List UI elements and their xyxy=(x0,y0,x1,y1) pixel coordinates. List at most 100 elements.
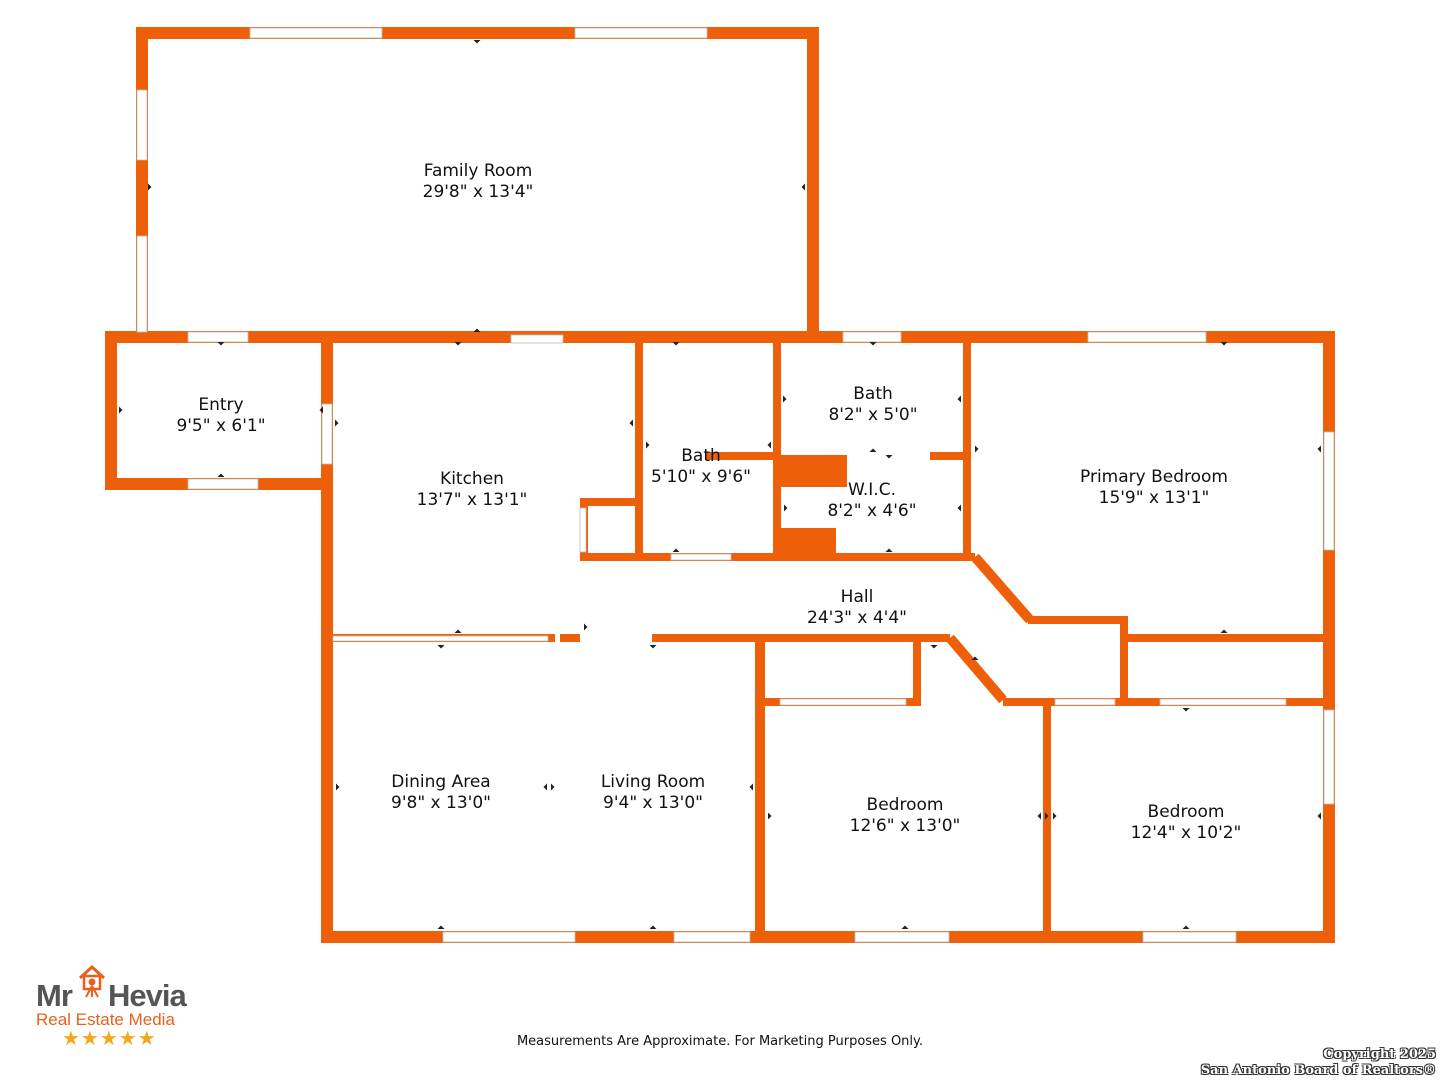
dimension-marker xyxy=(473,328,481,332)
dimension-marker xyxy=(672,548,680,552)
window xyxy=(187,331,249,343)
dimension-marker xyxy=(646,441,650,449)
dimension-marker xyxy=(335,419,339,427)
logo-hevia-text: Hevia xyxy=(108,978,187,1013)
window xyxy=(1087,331,1207,343)
room-bedroom-2: Bedroom 12'4" x 10'2" xyxy=(1131,802,1242,843)
room-bath-1: Bath 5'10" x 9'6" xyxy=(651,446,751,487)
wall-diagonal xyxy=(946,634,1007,704)
window xyxy=(136,235,148,333)
windows xyxy=(136,27,1335,943)
room-bath-2: Bath 8'2" x 5'0" xyxy=(828,384,917,425)
dimension-marker xyxy=(454,342,462,346)
dimension-marker xyxy=(437,925,445,929)
room-name: Bath xyxy=(853,384,893,404)
wall-segment xyxy=(1028,616,1128,624)
room-family-room: Family Room 29'8" x 13'4" xyxy=(423,161,534,202)
wall-segment xyxy=(930,452,971,460)
company-logo: Mr Hevia Real Estate Media ★★★★★ xyxy=(34,962,204,1052)
window xyxy=(842,331,902,343)
room-dimensions: 12'6" x 13'0" xyxy=(850,816,961,836)
wall-segment xyxy=(105,331,117,490)
room-wic: W.I.C. 8'2" x 4'6" xyxy=(827,480,916,521)
room-dimensions: 12'4" x 10'2" xyxy=(1131,823,1242,843)
dimension-marker xyxy=(1220,629,1228,633)
dimension-marker xyxy=(336,783,340,791)
dimension-marker xyxy=(551,783,555,791)
wall-segment xyxy=(773,331,781,560)
wall-segment xyxy=(321,478,333,943)
room-dimensions: 9'4" x 13'0" xyxy=(603,793,703,813)
dimension-marker xyxy=(901,925,909,929)
rating-stars: ★★★★★ xyxy=(62,1026,157,1050)
house-camera-icon xyxy=(78,964,106,998)
dimension-marker xyxy=(1037,812,1041,820)
dimension-marker xyxy=(454,629,462,633)
dimension-marker xyxy=(437,645,445,649)
dimension-marker xyxy=(768,812,772,820)
wall-segment xyxy=(136,27,819,39)
dimension-marker xyxy=(1182,708,1190,712)
room-dining-area: Dining Area 9'8" x 13'0" xyxy=(391,772,491,813)
dimension-marker xyxy=(672,342,680,346)
dimension-marker xyxy=(767,441,771,449)
dimension-marker xyxy=(119,406,123,414)
room-name: Dining Area xyxy=(391,772,490,792)
room-dimensions: 8'2" x 5'0" xyxy=(828,405,917,425)
dimension-marker xyxy=(649,645,657,649)
room-name: Primary Bedroom xyxy=(1080,467,1228,487)
room-dimensions: 29'8" x 13'4" xyxy=(423,182,534,202)
room-name: Bedroom xyxy=(867,795,944,815)
room-dimensions: 15'9" x 13'1" xyxy=(1099,488,1210,508)
dimension-marker xyxy=(885,455,893,459)
dimension-marker xyxy=(971,656,979,660)
room-name: Family Room xyxy=(424,161,533,181)
dimension-markers xyxy=(119,40,1321,929)
room-entry: Entry 9'5" x 6'1" xyxy=(176,395,265,436)
window xyxy=(1054,698,1116,706)
wall-segment xyxy=(807,27,819,336)
window xyxy=(1323,431,1335,551)
dimension-marker xyxy=(543,783,547,791)
dimension-marker xyxy=(957,395,961,403)
wall-segment xyxy=(1323,331,1335,943)
wall-segment xyxy=(913,640,921,706)
dimension-marker xyxy=(783,395,787,403)
window xyxy=(442,931,576,943)
wall-segment xyxy=(755,634,765,943)
wall-segment xyxy=(781,455,847,487)
window xyxy=(579,507,587,553)
dimension-marker xyxy=(801,183,805,191)
wall-segment xyxy=(560,634,580,642)
dimension-marker xyxy=(930,645,938,649)
room-name: W.I.C. xyxy=(848,480,896,500)
wall-segment xyxy=(781,528,836,558)
room-name: Hall xyxy=(841,587,874,607)
dimension-marker xyxy=(869,342,877,346)
room-dimensions: 5'10" x 9'6" xyxy=(651,467,751,487)
dimension-marker xyxy=(1045,812,1049,820)
dimension-marker xyxy=(217,342,225,346)
dimension-marker xyxy=(629,419,633,427)
room-dimensions: 9'8" x 13'0" xyxy=(391,793,491,813)
window xyxy=(670,553,732,561)
wall-diagonal xyxy=(971,553,1034,624)
window xyxy=(673,931,751,943)
window xyxy=(510,334,564,344)
wall-segment xyxy=(705,452,775,460)
wall-segment xyxy=(635,331,643,560)
window xyxy=(187,478,259,490)
dimension-marker xyxy=(1220,342,1228,346)
dimension-marker xyxy=(1053,812,1057,820)
window xyxy=(249,27,383,39)
room-name: Kitchen xyxy=(440,469,504,489)
dimension-marker xyxy=(1317,812,1321,820)
window xyxy=(779,698,907,706)
window xyxy=(1159,698,1287,706)
wall-segment xyxy=(1043,698,1051,943)
copyright-line: Copyright 2025 xyxy=(1323,1047,1436,1062)
dimension-marker xyxy=(749,783,753,791)
room-dimensions: 13'7" x 13'1" xyxy=(417,490,528,510)
wall-segment xyxy=(105,331,1335,343)
